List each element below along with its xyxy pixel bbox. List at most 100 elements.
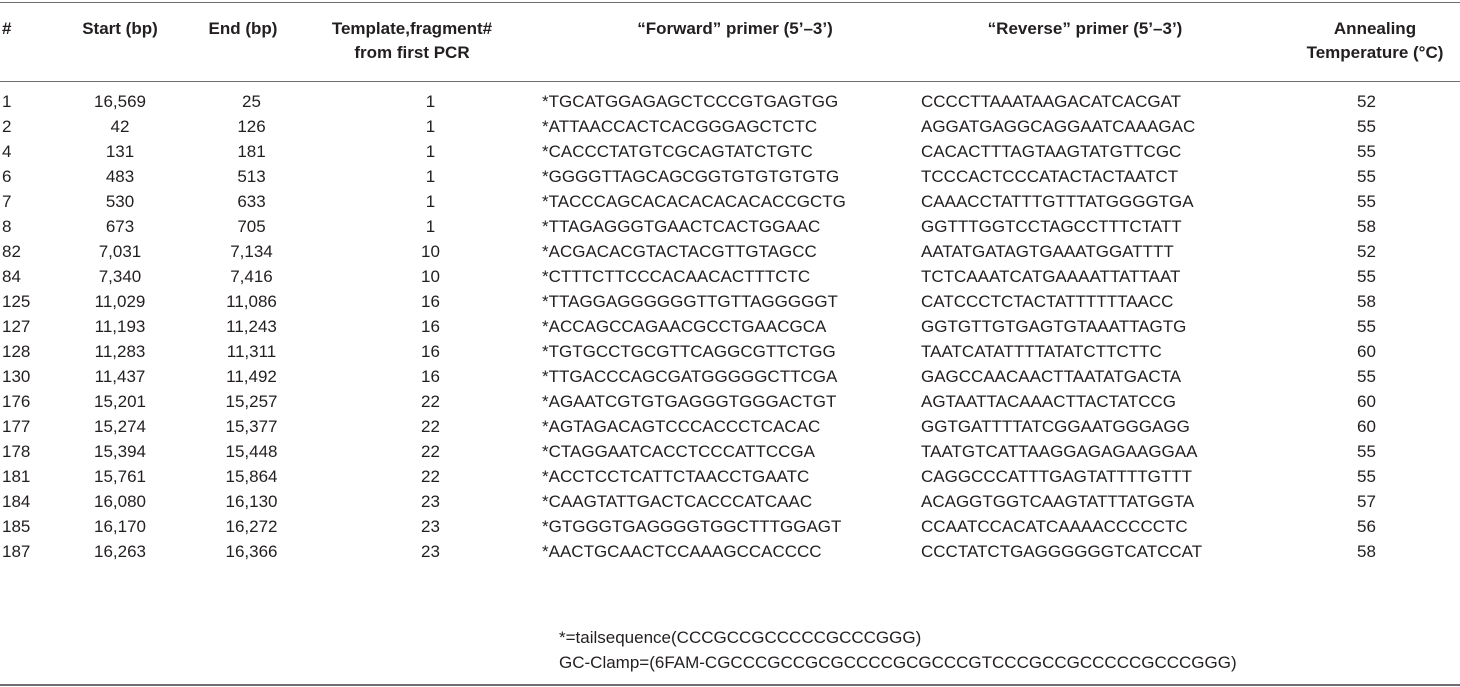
end-bp-cell: 15,257	[225, 391, 278, 411]
reverse-primer-cell: CCAATCCACATCAAAACCCCCTC	[921, 516, 1188, 536]
end-bp-cell: 16,366	[225, 541, 278, 561]
template-fragment-cell: 16	[421, 366, 440, 386]
header-end: End (bp)	[208, 19, 278, 38]
forward-primer-cell: *CTAGGAATCACCTCCCATTCCGA	[542, 441, 815, 461]
row-number-cell: 130	[2, 366, 31, 386]
row-number-cell: 125	[2, 291, 31, 311]
reverse-primer-cell: AATATGATAGTGAAATGGATTTT	[921, 241, 1174, 261]
table-bottom-rule	[0, 684, 1460, 686]
template-fragment-cell: 1	[425, 141, 436, 161]
template-fragment-cell: 1	[425, 191, 436, 211]
end-bp-cell: 15,864	[225, 466, 278, 486]
forward-primer-cell: *TTAGGAGGGGGGTTGTTAGGGGGT	[542, 291, 838, 311]
row-number-cell: 177	[2, 416, 31, 436]
forward-primer-cell: *CAAGTATTGACTCACCCATCAAC	[542, 491, 813, 511]
start-bp-cell: 15,394	[94, 441, 146, 461]
template-fragment-cell: 1	[425, 116, 436, 136]
start-bp-cell: 15,201	[94, 391, 146, 411]
row-number-cell: 127	[2, 316, 31, 336]
annealing-temperature-cell: 52	[1357, 91, 1376, 111]
forward-primer-cell: *ACCAGCCAGAACGCCTGAACGCA	[542, 316, 827, 336]
reverse-primer-cell: CATCCCTCTACTATTTTTTAACC	[921, 291, 1174, 311]
annealing-temperature-cell: 55	[1357, 266, 1376, 286]
row-number-cell: 184	[2, 491, 31, 511]
row-number-cell: 84	[2, 266, 21, 286]
end-bp-cell: 11,243	[226, 316, 277, 336]
row-number-cell: 2	[2, 116, 12, 136]
row-number-cell: 7	[2, 191, 12, 211]
annealing-temperature-cell: 58	[1357, 216, 1376, 236]
template-fragment-cell: 1	[425, 91, 436, 111]
end-bp-cell: 16,272	[225, 516, 278, 536]
end-bp-cell: 15,377	[225, 416, 278, 436]
forward-primer-cell: *AACTGCAACTCCAAAGCCACCCC	[542, 541, 822, 561]
template-fragment-cell: 16	[421, 316, 440, 336]
header-temperature: Annealing Temperature (°C)	[1290, 17, 1460, 65]
header-reverse-primer: “Reverse” primer (5’–3’)	[987, 19, 1183, 38]
reverse-primer-cell: CCCCTTAAATAAGACATCACGAT	[921, 91, 1182, 111]
start-bp-cell: 16,080	[94, 491, 146, 511]
reverse-primer-cell: CACACTTTAGTAAGTATGTTCGC	[921, 141, 1182, 161]
reverse-primer-cell: GAGCCAACAACTTAATATGACTA	[921, 366, 1182, 386]
forward-primer-cell: *AGAATCGTGTGAGGGTGGGACTGT	[542, 391, 837, 411]
header-num: #	[2, 19, 12, 38]
start-bp-cell: 15,761	[94, 466, 146, 486]
template-fragment-cell: 23	[421, 516, 440, 536]
footnote-gc-clamp: GC-Clamp=(6FAM-CGCCCGCCGCGCCCCGCGCCCGTCC…	[559, 653, 1237, 672]
row-number-cell: 8	[2, 216, 12, 236]
header-template-line1: Template,fragment#	[331, 19, 493, 38]
template-fragment-cell: 1	[425, 166, 436, 186]
forward-primer-cell: *ACGACACGTACTACGTTGTAGCC	[542, 241, 817, 261]
annealing-temperature-cell: 55	[1357, 466, 1376, 486]
template-fragment-cell: 22	[421, 391, 440, 411]
annealing-temperature-cell: 52	[1357, 241, 1376, 261]
table-top-rule	[0, 2, 1460, 3]
annealing-temperature-cell: 58	[1357, 541, 1376, 561]
end-bp-cell: 11,311	[226, 341, 277, 361]
reverse-primer-cell: GGTTTGGTCCTAGCCTTTCTATT	[921, 216, 1182, 236]
annealing-temperature-cell: 57	[1357, 491, 1376, 511]
forward-primer-cell: *CACCCTATGTCGCAGTATCTGTC	[542, 141, 813, 161]
start-bp-cell: 7,340	[98, 266, 142, 286]
template-fragment-cell: 22	[421, 466, 440, 486]
end-bp-cell: 15,448	[225, 441, 278, 461]
annealing-temperature-cell: 55	[1357, 366, 1376, 386]
footnote-tail-sequence: *=tailsequence(CCCGCCGCCCCCGCCCGGG)	[559, 628, 922, 647]
reverse-primer-cell: CAAACCTATTTGTTTATGGGGTGA	[921, 191, 1194, 211]
start-bp-cell: 7,031	[98, 241, 142, 261]
annealing-temperature-cell: 60	[1357, 341, 1376, 361]
reverse-primer-cell: AGTAATTACAAACTTACTATCCG	[921, 391, 1176, 411]
annealing-temperature-cell: 58	[1357, 291, 1376, 311]
end-bp-cell: 11,492	[226, 366, 277, 386]
annealing-temperature-cell: 56	[1357, 516, 1376, 536]
start-bp-cell: 11,029	[94, 291, 146, 311]
forward-primer-cell: *TTAGAGGGTGAACTCACTGGAAC	[542, 216, 821, 236]
reverse-primer-cell: TAATCATATTTTATATCTTCTTC	[921, 341, 1162, 361]
forward-primer-cell: *GTGGGTGAGGGGTGGCTTTGGAGT	[542, 516, 842, 536]
reverse-primer-cell: TCTCAAATCATGAAAATTATTAAT	[921, 266, 1181, 286]
reverse-primer-cell: TCCCACTCCCATACTACTAATCT	[921, 166, 1179, 186]
end-bp-cell: 16,130	[225, 491, 278, 511]
forward-primer-cell: *TGCATGGAGAGCTCCCGTGAGTGG	[542, 91, 839, 111]
start-bp-cell: 11,437	[94, 366, 146, 386]
template-fragment-cell: 23	[421, 541, 440, 561]
annealing-temperature-cell: 55	[1357, 441, 1376, 461]
header-temperature-line1: Annealing	[1333, 19, 1417, 38]
start-bp-cell: 131	[105, 141, 135, 161]
header-template: Template,fragment# from first PCR	[306, 17, 518, 65]
annealing-temperature-cell: 55	[1357, 191, 1376, 211]
reverse-primer-cell: ACAGGTGGTCAAGTATTTATGGTA	[921, 491, 1195, 511]
end-bp-cell: 705	[237, 216, 266, 236]
row-number-cell: 187	[2, 541, 31, 561]
start-bp-cell: 11,193	[94, 316, 146, 336]
